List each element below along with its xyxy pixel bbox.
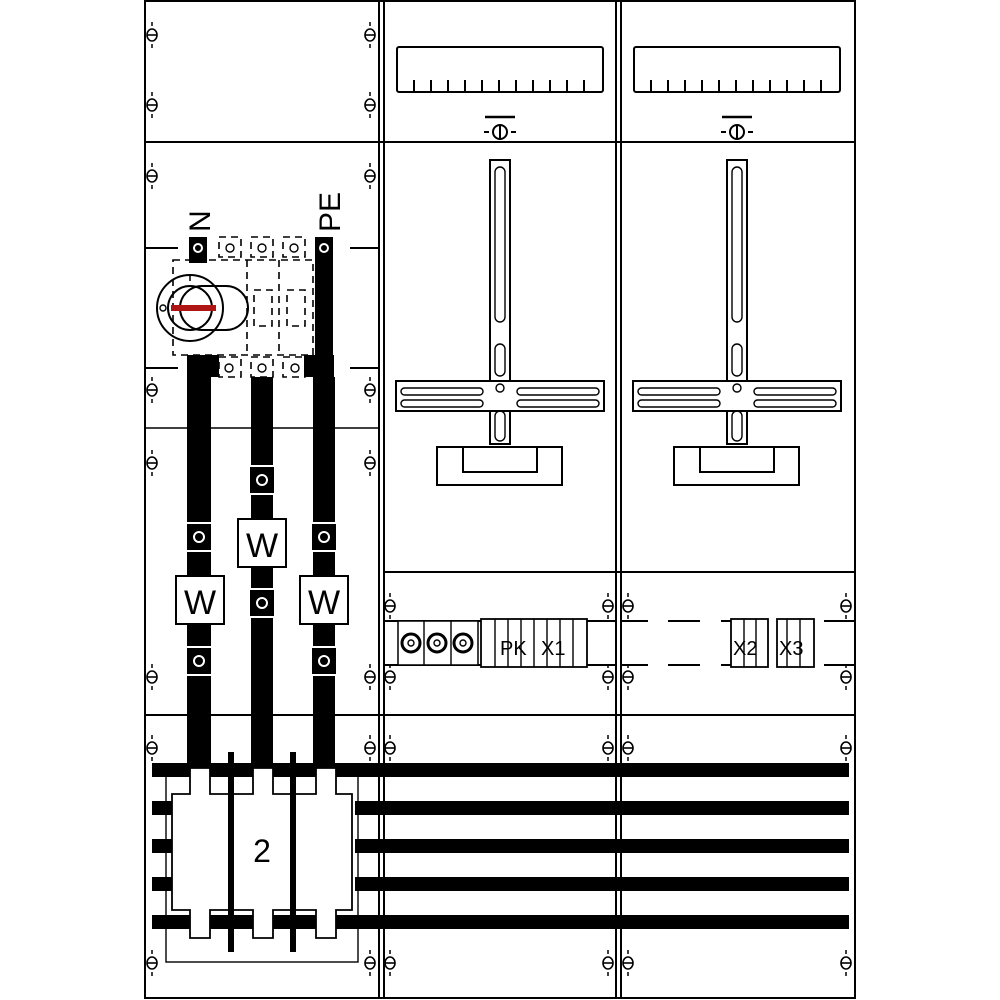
- busbar-block: 2: [165, 752, 359, 963]
- pe-label: PE: [314, 192, 347, 232]
- meter-field-1: PK X1: [384, 46, 616, 668]
- rotary-handle-icon: [156, 274, 249, 342]
- neutral-label: N: [184, 210, 217, 232]
- connection-terminals: [397, 620, 479, 666]
- svg-text:W: W: [246, 527, 278, 565]
- seal-icon: [721, 115, 753, 140]
- terminal-x3: X3: [776, 618, 815, 668]
- meter-mount-cross: [395, 159, 605, 486]
- svg-text:W: W: [184, 584, 216, 622]
- seal-icon: [484, 115, 516, 140]
- feeder-left: W: [175, 575, 225, 625]
- svg-text:W: W: [308, 584, 340, 622]
- svg-text:X3: X3: [779, 638, 803, 660]
- meter-mount-cross: [632, 159, 842, 486]
- vertical-feeders: W W W: [175, 377, 349, 769]
- svg-text:X2: X2: [733, 638, 757, 660]
- main-switch: N PE: [156, 192, 347, 378]
- svg-text:X1: X1: [541, 638, 565, 660]
- busbar-block-label: 2: [253, 833, 271, 869]
- terminal-strip-pk-x1: PK X1: [480, 618, 588, 668]
- meter-field-2: X2 X3: [621, 46, 855, 668]
- svg-text:PK: PK: [500, 638, 527, 660]
- cabinet-frame: [144, 0, 856, 999]
- feeder-right: W: [299, 575, 349, 625]
- terminal-x2: X2: [730, 618, 769, 668]
- feeder-middle: W: [237, 518, 287, 568]
